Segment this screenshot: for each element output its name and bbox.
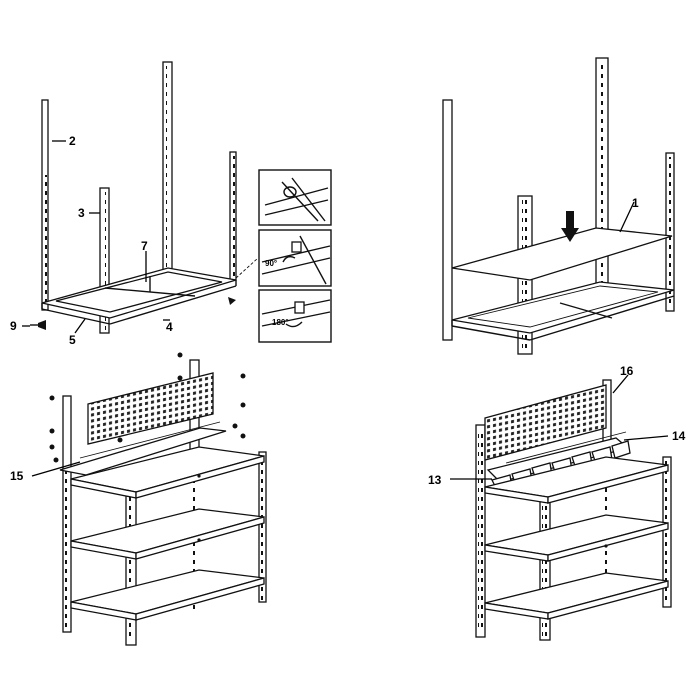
- projection-line: [235, 257, 259, 279]
- step-4-complete-bench: 16 14 13: [428, 364, 686, 641]
- pegboard: [87, 372, 214, 445]
- screw-9: [30, 320, 46, 330]
- detail-box-3: 180°: [258, 289, 332, 343]
- callout-15: 15: [10, 469, 24, 483]
- bolt-set: [49, 352, 246, 463]
- shelf-panel: [451, 227, 673, 281]
- callout-5: 5: [69, 333, 76, 347]
- step-2-shelf-insertion: 1: [442, 57, 675, 355]
- detail-box-2: 90°: [258, 229, 332, 287]
- bracket-rail: [59, 427, 227, 476]
- callout-3: 3: [78, 206, 85, 220]
- upright-left-back: [442, 99, 453, 341]
- rotate-90-icon: [282, 255, 296, 263]
- step-1-frame-assembly: 90° 180° 2 3 7 4 5 9: [10, 61, 332, 347]
- callout-9: 9: [10, 319, 17, 333]
- rotate-180-icon: [285, 321, 303, 328]
- callout-16: 16: [620, 364, 634, 378]
- upright-3: [99, 187, 110, 334]
- down-arrow-icon: [561, 211, 579, 242]
- upright-2: [41, 99, 49, 311]
- upright-right: [229, 151, 237, 281]
- callout-13: 13: [428, 473, 442, 487]
- pegboard: [484, 384, 607, 461]
- callout-2: 2: [69, 134, 76, 148]
- frame-beams: [41, 267, 237, 325]
- angle-90-label: 90°: [265, 259, 277, 268]
- connector-piece: [228, 297, 236, 305]
- angle-180-label: 180°: [272, 318, 289, 327]
- upright-back: [162, 61, 173, 281]
- detail-box-1: [258, 169, 332, 226]
- callout-7: 7: [141, 239, 148, 253]
- frame-lower: [451, 281, 675, 334]
- step-3-pegboard-mount: 15: [10, 352, 267, 646]
- callout-14: 14: [672, 429, 686, 443]
- callout-4: 4: [166, 320, 173, 334]
- callout-1: 1: [632, 196, 639, 210]
